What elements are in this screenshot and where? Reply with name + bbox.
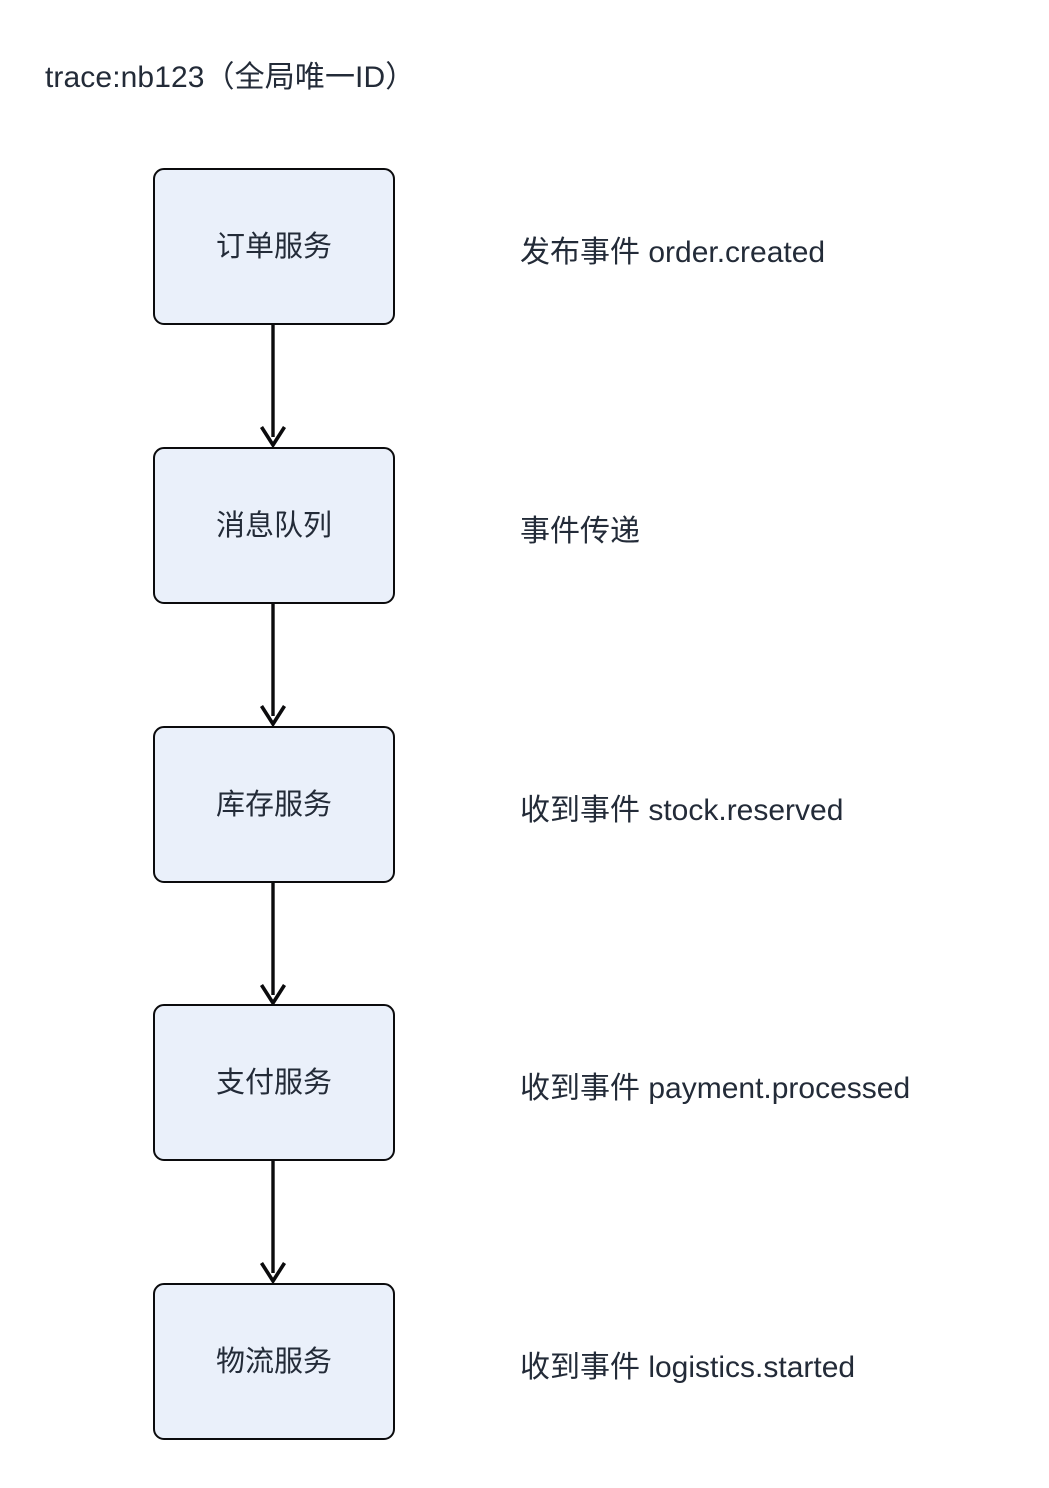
flow-node-message-queue[interactable]: 消息队列 [153,447,395,604]
arrow-down-icon [259,1161,287,1285]
flow-node-label: 库存服务 [215,788,332,821]
arrow-down-icon [259,325,287,449]
flow-node-payment-service[interactable]: 支付服务 [153,1004,395,1161]
flow-node-annotation-order-service: 发布事件 order.created [520,236,826,269]
flow-node-label: 物流服务 [215,1345,332,1378]
flow-node-annotation-logistics-service: 收到事件 logistics.started [520,1351,856,1384]
flow-node-label: 消息队列 [215,509,332,542]
flow-node-logistics-service[interactable]: 物流服务 [153,1283,395,1440]
page-title: trace:nb123（全局唯一ID） [45,61,416,94]
flow-node-label: 订单服务 [215,230,332,263]
flow-node-annotation-inventory-service: 收到事件 stock.reserved [520,794,844,827]
arrow-down-icon [259,883,287,1007]
flow-node-label: 支付服务 [215,1066,332,1099]
flow-node-annotation-message-queue: 事件传递 [520,515,640,548]
arrow-down-icon [259,604,287,728]
flow-node-inventory-service[interactable]: 库存服务 [153,726,395,883]
flow-node-order-service[interactable]: 订单服务 [153,168,395,325]
flow-node-annotation-payment-service: 收到事件 payment.processed [520,1072,911,1105]
